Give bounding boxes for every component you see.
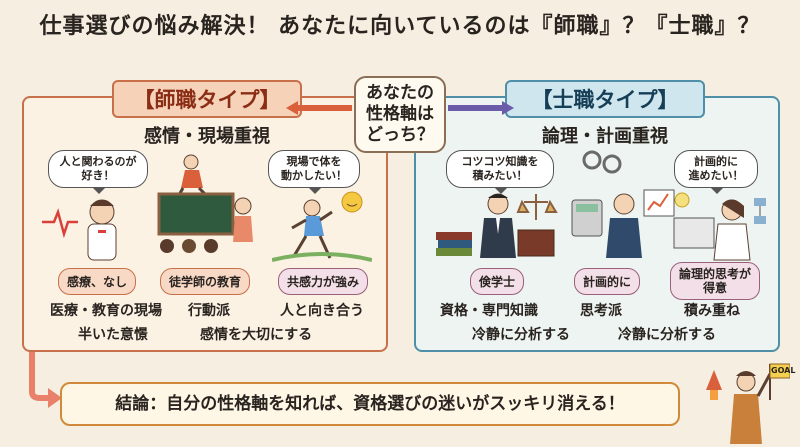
shi-type-sub: 論理・計画重視 bbox=[542, 126, 668, 147]
tag-kanryou: 感療、なし bbox=[58, 268, 137, 295]
shishoku-type-header: 【師職タイプ】 感情・現場重視 bbox=[112, 80, 302, 148]
tag-ronri: 論理的思考が 得意 bbox=[670, 262, 761, 300]
right-line-shikouha: 思考派 bbox=[580, 303, 622, 319]
nurse-illustration-icon bbox=[42, 199, 117, 261]
shi-type-header: 【士職タイプ】 論理・計画重視 bbox=[505, 80, 705, 148]
bubble-text: 人と関わるのが 好き！ bbox=[59, 155, 137, 182]
teacher-illustration-icon bbox=[157, 154, 253, 253]
left-line-ikyou: 半いた意憬 bbox=[78, 327, 148, 343]
right-line-bunseki-1: 冷静に分析する bbox=[472, 327, 570, 343]
left-line-mukiau: 人と向き合う bbox=[280, 303, 364, 319]
bubble-likes-people: 人と関わるのが 好き！ bbox=[48, 150, 148, 194]
right-line-tsumikasane: 積み重ね bbox=[684, 303, 740, 319]
left-line-genba: 医療・教育の現場 bbox=[50, 303, 162, 319]
right-line-shikaku: 資格・専門知識 bbox=[440, 303, 538, 319]
bubble-knowledge: コツコツ知識を 積みたい！ bbox=[446, 150, 554, 194]
conclusion-banner: 結論：自分の性格軸を知れば、資格選びの迷いがスッキリ消える！ bbox=[60, 382, 680, 426]
left-line-koudouha: 行動派 bbox=[188, 303, 230, 319]
bubble-text: 計画的に 進めたい！ bbox=[688, 155, 744, 182]
lawyer-illustration-icon bbox=[436, 193, 558, 258]
goal-sign-label: GOAL bbox=[771, 366, 796, 375]
right-arrow-icon bbox=[448, 101, 514, 115]
left-arrow-icon bbox=[286, 101, 352, 115]
center-question-line: どっち？ bbox=[366, 125, 434, 145]
tag-kyouiku: 徒学師の教育 bbox=[160, 268, 251, 295]
bubble-text: コツコツ知識を 積みたい！ bbox=[461, 155, 539, 182]
bubble-plan: 計画的に 進めたい！ bbox=[674, 150, 758, 194]
tag-keikakuteki: 計画的に bbox=[574, 268, 641, 295]
planner-illustration-icon bbox=[571, 150, 675, 258]
bubble-text: 現場で体を 動かしたい！ bbox=[281, 155, 347, 182]
right-line-bunseki-2: 冷静に分析する bbox=[618, 327, 716, 343]
runner-illustration-icon bbox=[272, 191, 372, 262]
center-question-line: あなたの bbox=[366, 83, 434, 103]
analyst-illustration-icon bbox=[673, 192, 766, 261]
tag-kyoukan: 共感力が強み bbox=[278, 268, 369, 295]
shishoku-type-name: 【師職タイプ】 bbox=[112, 80, 302, 118]
curved-arrow-icon bbox=[29, 352, 62, 408]
left-line-kanjou: 感情を大切にする bbox=[200, 327, 313, 343]
center-question-line: 性格軸は bbox=[366, 104, 434, 124]
tag-kengakushi: 倹学士 bbox=[470, 268, 525, 295]
bubble-move-body: 現場で体を 動かしたい！ bbox=[268, 150, 360, 194]
page-title: 仕事選びの悩み解決！ あなたに向いているのは『師職』？『士職』？ bbox=[39, 14, 761, 39]
goal-figure-icon bbox=[706, 363, 790, 444]
shishoku-type-sub: 感情・現場重視 bbox=[144, 126, 270, 147]
center-question: あなたの 性格軸は どっち？ bbox=[354, 76, 446, 153]
shi-type-name: 【士職タイプ】 bbox=[505, 80, 705, 118]
